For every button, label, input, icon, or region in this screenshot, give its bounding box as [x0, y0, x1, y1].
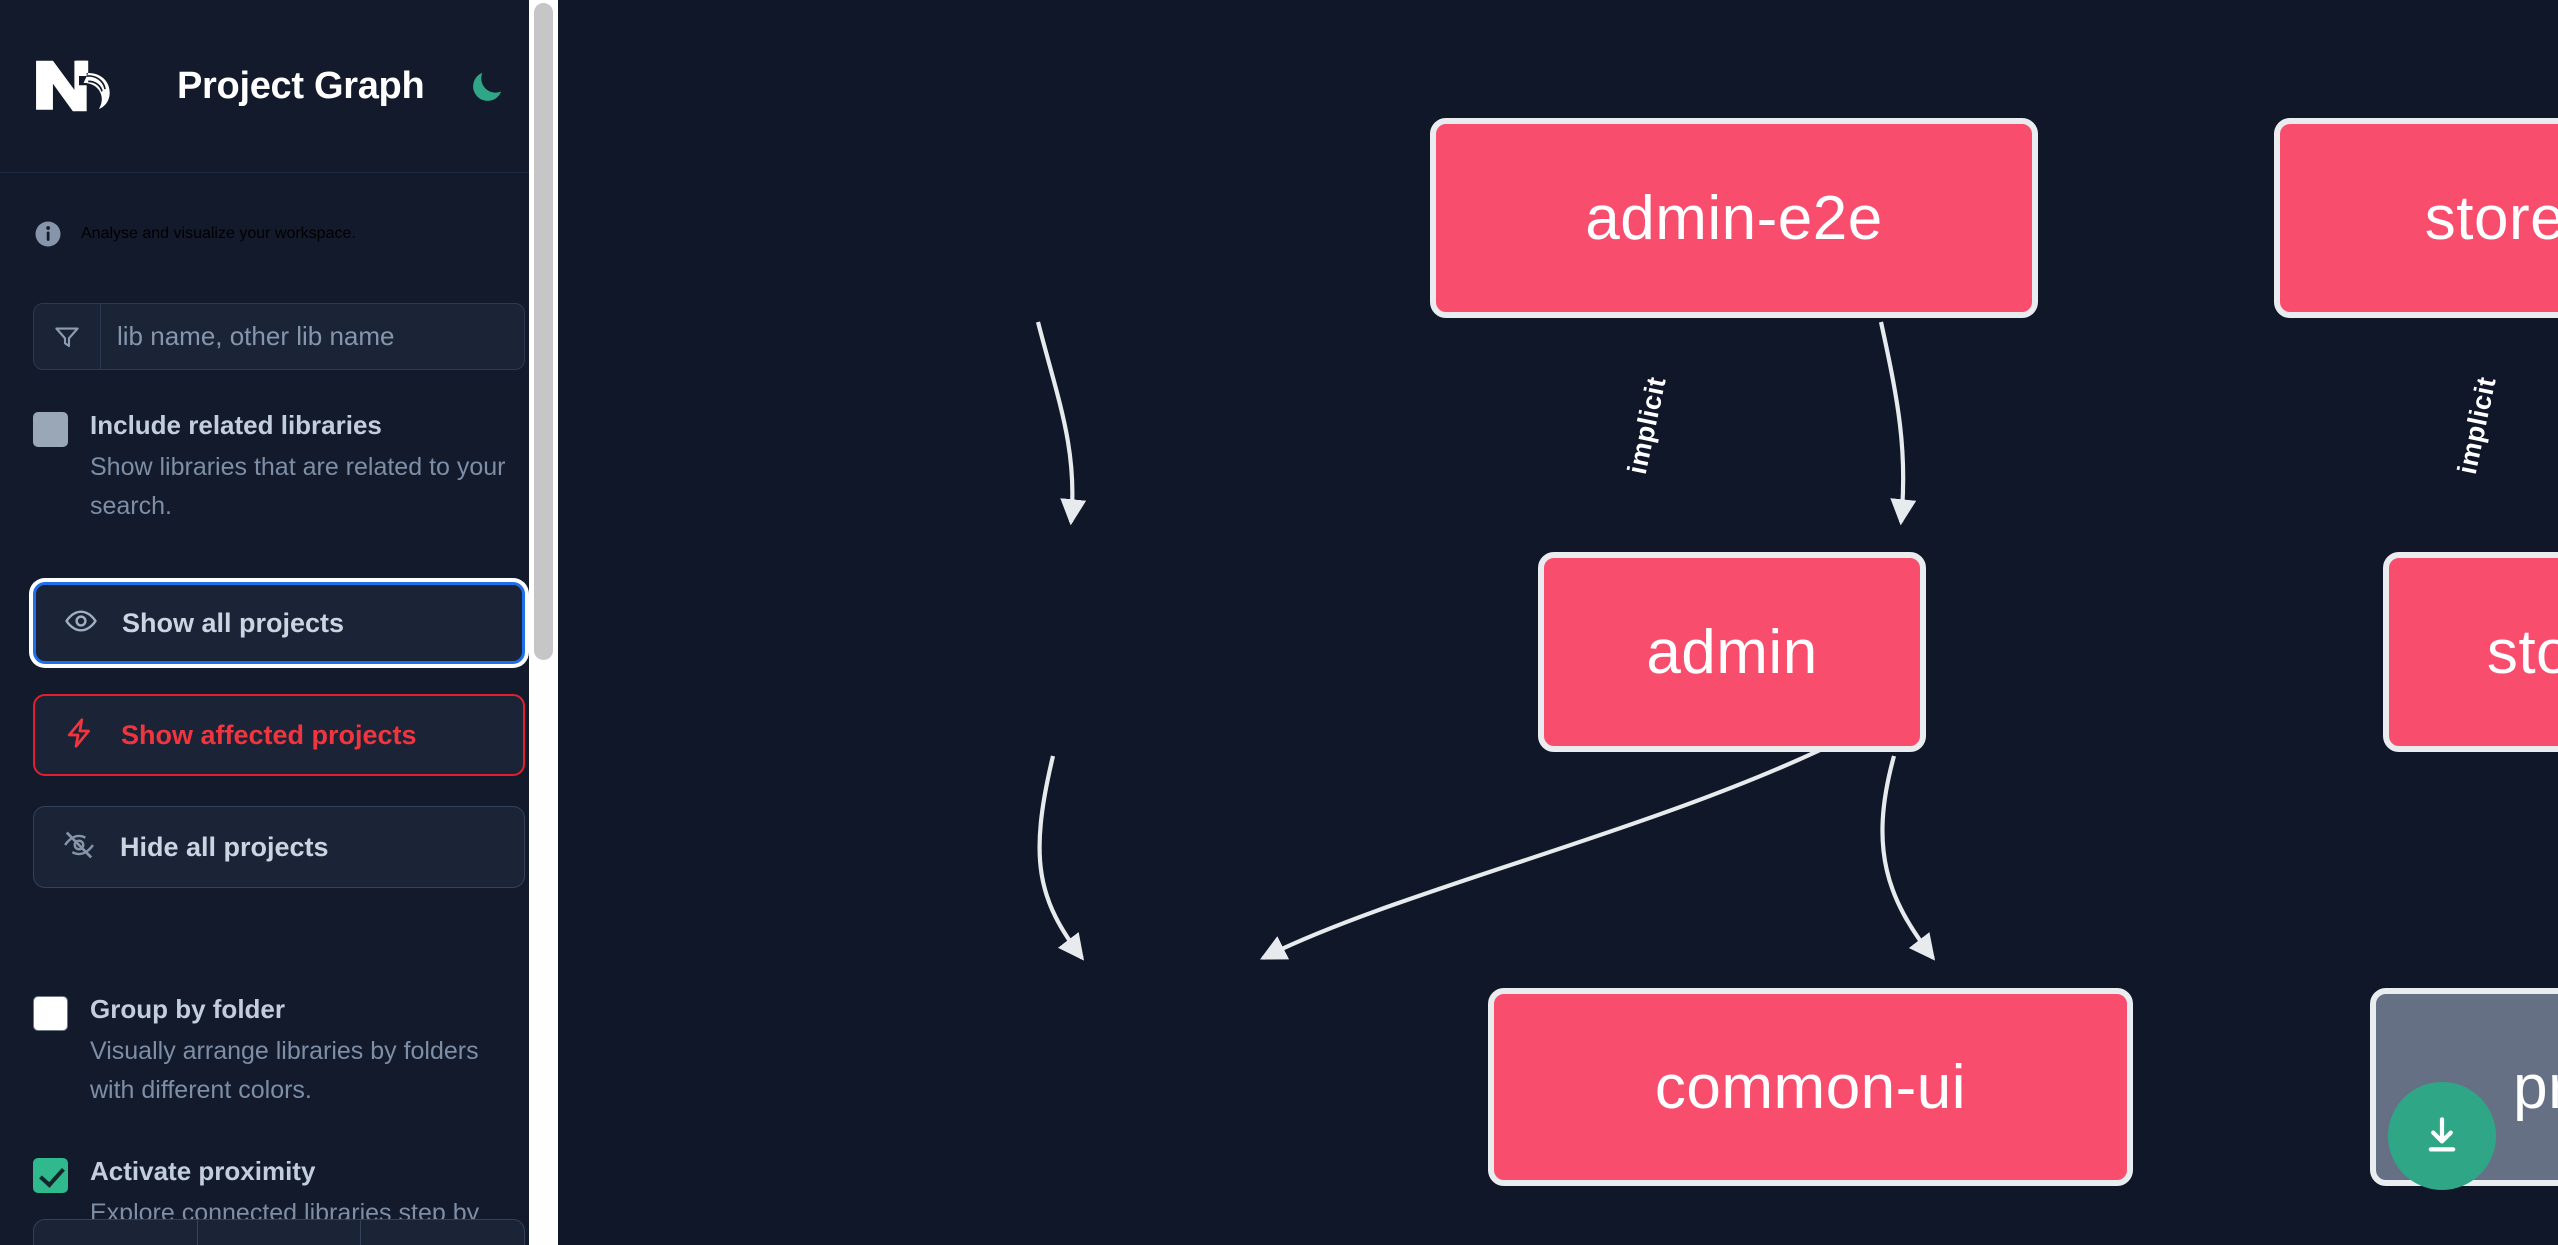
info-icon: [33, 219, 63, 249]
hide-all-projects-button[interactable]: Hide all projects: [33, 806, 525, 888]
graph-node-admin-e2e-label: admin-e2e: [1585, 183, 1883, 253]
graph-node-store-e2e[interactable]: store-e2e: [2274, 118, 2558, 318]
group-by-folder-texts: Group by folder Visually arrange librari…: [90, 992, 520, 1110]
search-field-wrapper[interactable]: [33, 303, 525, 370]
show-all-projects-label: Show all projects: [122, 607, 345, 638]
project-visibility-button-group: Show all projects Show affected projects: [33, 582, 525, 888]
eye-off-icon: [62, 828, 96, 867]
graph-node-common-ui[interactable]: common-ui: [1488, 988, 2133, 1186]
graph-node-store-e2e-label: store-e2e: [2424, 183, 2558, 253]
checkbox-row-include-related-libraries[interactable]: Include related libraries Show libraries…: [33, 408, 525, 526]
graph-node-store[interactable]: store: [2383, 552, 2558, 752]
edge-admin-e2e-to-admin: [1035, 321, 1087, 526]
show-affected-projects-button[interactable]: Show affected projects: [33, 694, 525, 776]
edge-store-to-products: [1880, 755, 1936, 961]
segment-option-2[interactable]: [198, 1220, 362, 1245]
graph-node-common-ui-label: common-ui: [1654, 1052, 1967, 1122]
include-related-libraries-texts: Include related libraries Show libraries…: [90, 408, 520, 526]
checkbox-row-group-by-folder[interactable]: Group by folder Visually arrange librari…: [33, 992, 525, 1110]
sidebar-header: Project Graph: [0, 0, 558, 173]
search-input[interactable]: [101, 304, 524, 369]
graph-node-products-label: products: [2513, 1052, 2558, 1122]
segment-option-3[interactable]: [361, 1220, 524, 1245]
download-graph-button[interactable]: [2388, 1082, 2496, 1190]
edge-admin-to-common-ui: [1037, 755, 1085, 961]
download-icon: [2418, 1111, 2466, 1162]
group-by-folder-description: Visually arrange libraries by folders wi…: [90, 1037, 479, 1104]
filter-icon: [34, 304, 101, 369]
include-related-libraries-checkbox[interactable]: [33, 412, 68, 447]
segmented-control[interactable]: [33, 1219, 525, 1245]
group-by-folder-label: Group by folder: [90, 994, 285, 1024]
page-title: Project Graph: [177, 64, 425, 107]
graph-node-store-label: store: [2486, 617, 2558, 687]
activate-proximity-checkbox[interactable]: [33, 1158, 68, 1193]
show-all-projects-button[interactable]: Show all projects: [33, 582, 525, 664]
segment-option-1[interactable]: [34, 1220, 198, 1245]
include-related-libraries-description: Show libraries that are related to your …: [90, 453, 506, 520]
graph-node-admin[interactable]: admin: [1538, 552, 1926, 752]
sidebar-scrollbar[interactable]: [529, 0, 558, 1245]
eye-icon: [64, 604, 98, 643]
sidebar: Project Graph Analyse and visualize yo: [0, 0, 558, 1245]
sidebar-info-text: Analyse and visualize your workspace.: [81, 225, 356, 242]
lightning-bolt-icon: [63, 716, 97, 755]
graph-node-admin-e2e[interactable]: admin-e2e: [1430, 118, 2038, 318]
activate-proximity-label: Activate proximity: [90, 1156, 316, 1186]
graph-node-admin-label: admin: [1646, 617, 1818, 687]
edge-store-to-common-ui: [1259, 738, 1842, 960]
group-by-folder-checkbox[interactable]: [33, 996, 68, 1031]
sidebar-spacer: [33, 918, 525, 954]
sidebar-info-line: Analyse and visualize your workspace.: [0, 173, 558, 249]
graph-edges: [1035, 321, 1936, 961]
include-related-libraries-label: Include related libraries: [90, 410, 382, 440]
moon-icon[interactable]: [464, 63, 510, 109]
graph-canvas[interactable]: admin-e2e store-e2e admin store common-u…: [558, 0, 2558, 1245]
sidebar-scrollbar-thumb[interactable]: [534, 3, 553, 660]
edge-store-e2e-to-store: [1878, 321, 1917, 526]
sidebar-body: Include related libraries Show libraries…: [0, 303, 558, 1245]
hide-all-projects-label: Hide all projects: [120, 831, 329, 862]
show-affected-projects-label: Show affected projects: [121, 719, 417, 750]
nx-logo-icon: [33, 56, 125, 116]
sidebar-scroll-area[interactable]: Project Graph Analyse and visualize yo: [0, 0, 558, 1245]
